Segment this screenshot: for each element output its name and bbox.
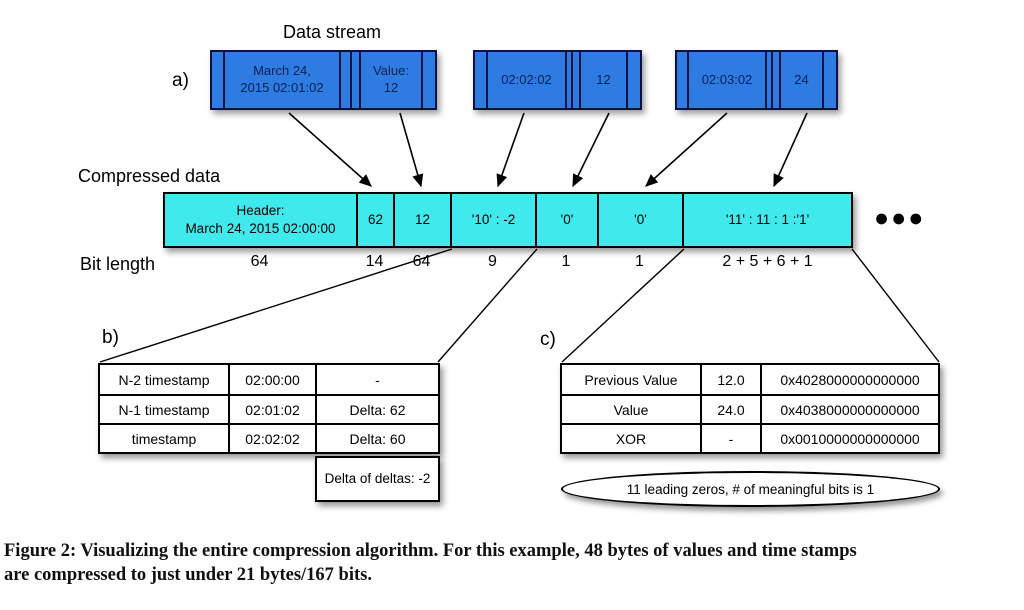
caption-line1: Figure 2: Visualizing the entire compres…	[4, 541, 857, 561]
zoom-expansion-lines	[99, 248, 940, 363]
table-cell: 0x4028000000000000	[760, 365, 938, 394]
bit-count: 2 + 5 + 6 + 1	[722, 253, 813, 270]
header-line2: March 24, 2015 02:00:00	[185, 221, 336, 236]
timestamp-cell: March 24, 2015 02:01:02	[225, 52, 341, 108]
bit-count: 9	[488, 253, 497, 270]
segment-spacer	[423, 52, 435, 108]
delta-of-deltas-cell: Delta of deltas: -2	[315, 456, 440, 502]
segment-spacer	[767, 52, 773, 108]
arrow-timestamp3-to-zero	[645, 112, 728, 187]
panel-a-label: a)	[172, 70, 189, 91]
arrow-value2-to-zero	[572, 112, 610, 188]
header-segment: Header: March 24, 2015 02:00:00	[165, 194, 358, 246]
expansion-line-b-right	[437, 248, 538, 363]
value-cell: 12	[581, 52, 628, 108]
panel-c-label: c)	[540, 329, 556, 350]
delta-segment: 62	[358, 194, 395, 246]
expansion-line-c-right	[851, 248, 940, 363]
expansion-line-b-left	[99, 248, 453, 363]
value-cell: 24	[781, 52, 824, 108]
data-stream-box-3: 02:03:02 24	[675, 50, 838, 110]
table-cell: -	[315, 365, 438, 394]
value-segment: 12	[395, 194, 452, 246]
segment-spacer	[824, 52, 836, 108]
value-number: 12	[383, 80, 399, 95]
table-cell: 12.0	[700, 365, 760, 394]
timestamp-cell: 02:02:02	[488, 52, 567, 108]
segment-spacer	[341, 52, 352, 108]
arrow-timestamp1-to-delta	[288, 112, 372, 187]
data-stream-label: Data stream	[283, 22, 382, 42]
timestamp-text: 02:03:02	[701, 71, 753, 87]
timestamp-line1: March 24,	[253, 63, 311, 79]
table-cell: 02:01:02	[228, 394, 315, 423]
ellipsis-dots: ●●●	[874, 204, 926, 232]
value-number: 12	[596, 71, 611, 87]
bit-count: 1	[561, 253, 571, 270]
bit-length-row: 64 14 64 9 1 1 2 + 5 + 6 + 1	[163, 253, 853, 273]
bit-count: 64	[412, 253, 431, 270]
timestamp-cell: 02:03:02	[689, 52, 767, 108]
segment-spacer	[773, 52, 781, 108]
table-cell: 02:02:02	[228, 423, 315, 452]
timestamp-text: 02:02:02	[501, 71, 552, 87]
compressed-data-bar: Header: March 24, 2015 02:00:00 62 12 '1…	[163, 192, 853, 248]
caption-line2: are compressed to just under 21 bytes/16…	[4, 565, 372, 586]
arrow-timestamp2-to-dod	[496, 112, 525, 188]
segment-spacer	[628, 52, 640, 108]
bit-count: 14	[365, 253, 384, 270]
table-cell: Previous Value	[562, 365, 700, 394]
table-cell: Delta: 62	[315, 394, 438, 423]
arrow-value1-to-value	[399, 112, 424, 188]
arrow-value3-to-xor	[773, 112, 808, 188]
segment-spacer	[573, 52, 581, 108]
xor-table: Previous Value 12.0 0x4028000000000000 V…	[560, 363, 940, 454]
table-cell: timestamp	[100, 423, 228, 452]
data-stream-box-2: 02:02:02 12	[473, 50, 642, 110]
table-cell: N-1 timestamp	[100, 394, 228, 423]
table-cell: N-2 timestamp	[100, 365, 228, 394]
delta-of-deltas-segment: '10' : -2	[452, 194, 537, 246]
header-line1: Header:	[236, 203, 285, 219]
table-cell: -	[700, 423, 760, 452]
figure-caption: Figure 2: Visualizing the entire compres…	[4, 539, 1022, 587]
value-number: 24	[794, 71, 809, 87]
connector-layer	[99, 112, 940, 363]
compressed-data-label: Compressed data	[78, 166, 221, 186]
table-cell: Value	[562, 394, 700, 423]
zero-bit-segment: '0'	[537, 194, 599, 246]
timestamp-line2: 2015 02:01:02	[240, 80, 324, 95]
bit-length-label: Bit length	[80, 254, 156, 274]
segment-spacer	[567, 52, 573, 108]
table-cell: 0x0010000000000000	[760, 423, 938, 452]
xor-encoding-segment: '11' : 11 : 1 :'1'	[725, 212, 810, 228]
bit-count: 64	[250, 253, 269, 270]
expansion-line-c-left	[561, 248, 685, 363]
stream-to-compressed-arrows	[288, 112, 808, 188]
segment-spacer	[677, 52, 689, 108]
segment-spacer	[475, 52, 488, 108]
table-cell: Delta: 60	[315, 423, 438, 452]
value-label: Value:	[373, 63, 409, 79]
panel-b-label: b)	[102, 327, 119, 348]
table-cell: 24.0	[700, 394, 760, 423]
zero-bit-segment: '0'	[599, 194, 684, 246]
table-cell: 0x4038000000000000	[760, 394, 938, 423]
segment-spacer	[212, 52, 225, 108]
data-stream-box-1: March 24, 2015 02:01:02 Value: 12	[210, 50, 437, 110]
value-cell: Value: 12	[361, 52, 423, 108]
timestamp-delta-table: N-2 timestamp 02:00:00 - N-1 timestamp 0…	[98, 363, 440, 454]
leading-zeros-callout: 11 leading zeros, # of meaningful bits i…	[561, 471, 940, 507]
segment-spacer	[352, 52, 361, 108]
table-cell: XOR	[562, 423, 700, 452]
table-cell: 02:00:00	[228, 365, 315, 394]
bit-count: 1	[635, 253, 644, 270]
